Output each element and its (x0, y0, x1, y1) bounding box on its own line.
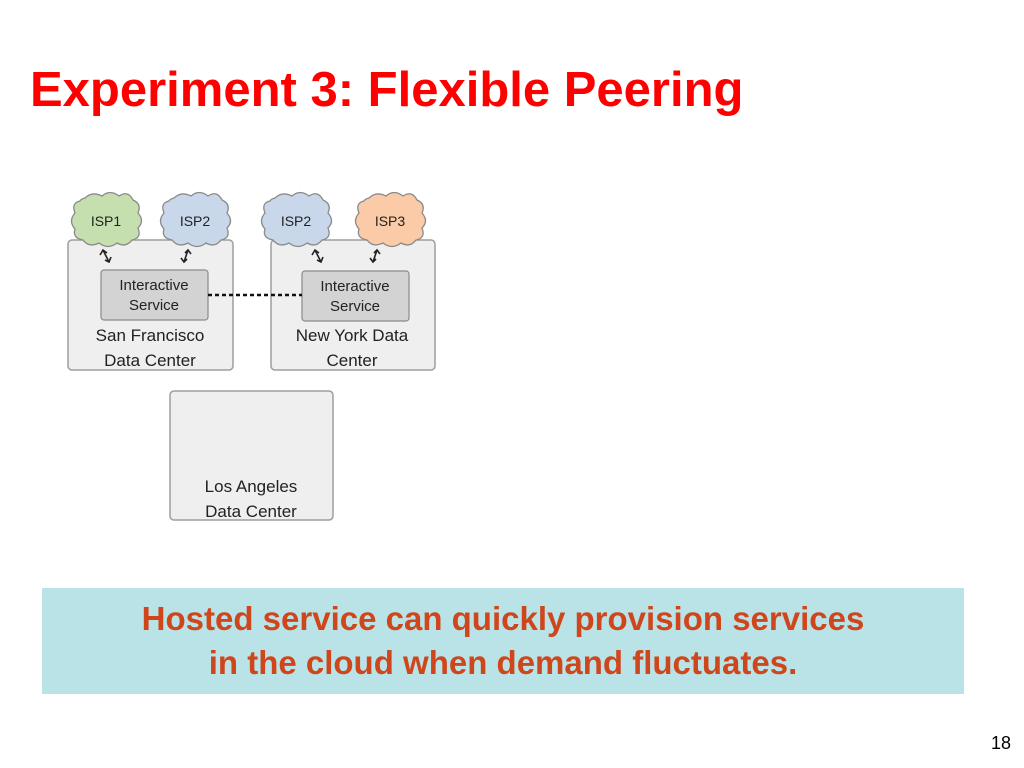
sf-service-line2: Service (129, 297, 179, 314)
isp-cloud-shape (159, 191, 232, 248)
isp2-ny-link-arrow (311, 248, 324, 264)
isp3-cloud: ISP3 (354, 191, 427, 248)
isp2-sf-link-arrow (180, 248, 192, 264)
callout-line1: Hosted service can quickly provision ser… (141, 600, 865, 637)
sf-service-line1: Interactive (119, 277, 188, 294)
ny-interactive-service-box: Interactive Service (301, 270, 410, 322)
new-york-label-line2: Center (326, 351, 377, 370)
callout-line2: in the cloud when demand fluctuates. (208, 644, 798, 681)
san-francisco-label-line1: San Francisco (96, 326, 205, 345)
isp-cloud-shape (70, 191, 143, 248)
los-angeles-label-line2: Data Center (205, 502, 297, 521)
isp3-link-arrow (369, 248, 381, 264)
callout-box: Hosted service can quickly provision ser… (42, 588, 964, 694)
los-angeles-label-line1: Los Angeles (205, 477, 298, 496)
isp1-label: ISP1 (91, 213, 122, 229)
isp1-cloud: ISP1 (70, 191, 143, 248)
page-number: 18 (990, 733, 1011, 753)
isp-cloud-shape (260, 191, 333, 248)
ny-service-line1: Interactive (320, 278, 389, 295)
isp2-cloud-ny: ISP2 (260, 191, 333, 248)
slide-title: Experiment 3: Flexible Peering (30, 63, 744, 117)
isp2-sf-label: ISP2 (180, 213, 211, 229)
isp3-label: ISP3 (375, 213, 406, 229)
network-diagram: San Francisco Data Center New York Data … (67, 191, 436, 521)
ny-service-line2: Service (330, 298, 380, 315)
isp2-ny-label: ISP2 (281, 213, 312, 229)
sf-interactive-service-box: Interactive Service (100, 269, 209, 321)
los-angeles-data-center: Los Angeles Data Center (169, 390, 334, 521)
isp1-link-arrow (99, 248, 112, 264)
isp-cloud-shape (354, 191, 427, 248)
san-francisco-label-line2: Data Center (104, 351, 196, 370)
isp2-cloud-sf: ISP2 (159, 191, 232, 248)
new-york-label-line1: New York Data (296, 326, 409, 345)
